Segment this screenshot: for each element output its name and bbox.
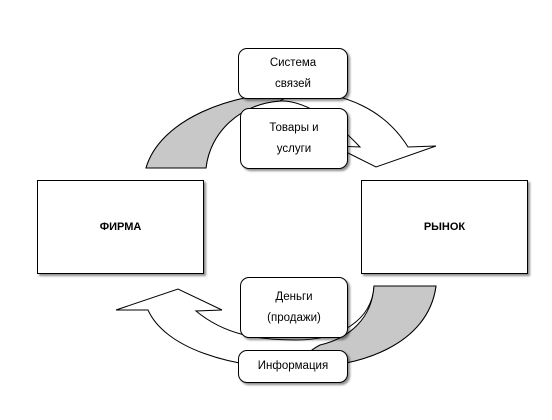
system-label-line2: связей (275, 77, 311, 90)
goods-label-line1: Товары и (269, 121, 319, 134)
firm-node: ФИРМА (37, 180, 204, 274)
money-label-line1: Деньги (275, 290, 313, 303)
firm-label: ФИРМА (99, 221, 142, 233)
information-label-text: Информация (257, 360, 329, 372)
money-label-line2: (продажи) (267, 311, 321, 324)
system-links-label: Система связей (238, 48, 348, 99)
market-node: РЫНОК (361, 180, 528, 274)
system-label-line1: Система (269, 56, 317, 69)
goods-services-label: Товары и услуги (240, 108, 348, 169)
goods-label-line2: услуги (276, 142, 312, 155)
market-label: РЫНОК (423, 221, 466, 233)
information-label: Информация (238, 350, 348, 383)
money-sales-label: Деньги (продажи) (240, 277, 348, 338)
